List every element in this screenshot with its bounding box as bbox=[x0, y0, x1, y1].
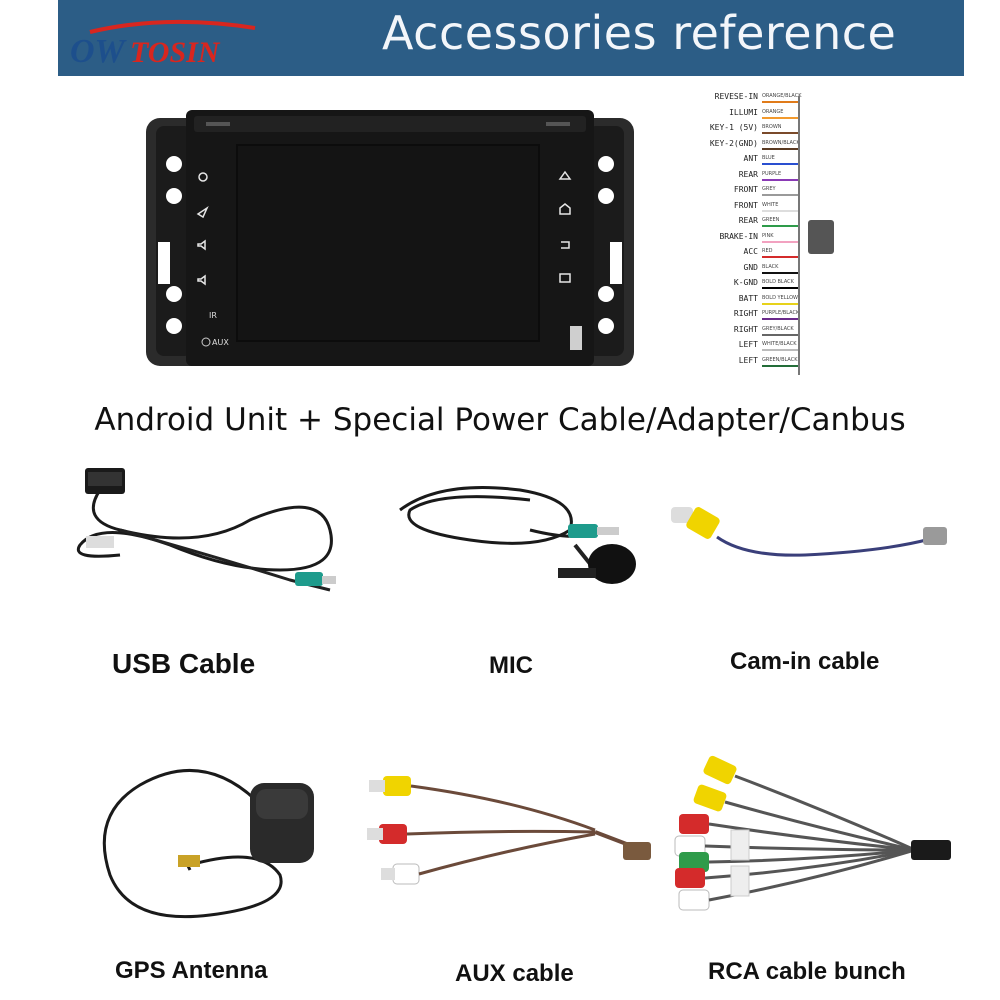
wire-pin-label: GND bbox=[743, 262, 758, 272]
wire-line bbox=[762, 147, 798, 150]
wire-color-label: RED bbox=[762, 248, 773, 254]
wire-pin-label: FRONT bbox=[733, 185, 758, 194]
aux-cable-image bbox=[367, 776, 651, 885]
wire-line bbox=[762, 333, 798, 336]
wire-color-label: WHITE/BLACK bbox=[762, 341, 797, 347]
android-head-unit: IR AUX bbox=[146, 110, 634, 366]
ir-label: IR bbox=[209, 311, 217, 320]
mic-caption: MIC bbox=[489, 652, 533, 679]
wire-color-label: GREY bbox=[762, 186, 776, 192]
gps-antenna-image bbox=[102, 769, 314, 919]
usb-caption: USB Cable bbox=[112, 648, 256, 679]
brand-logo: OW TOSIN bbox=[70, 19, 256, 68]
wire-line bbox=[762, 225, 798, 227]
wire-color-label: WHITE bbox=[762, 201, 779, 208]
wire-trunk bbox=[798, 96, 800, 375]
wire-line bbox=[762, 116, 798, 119]
wire-pin-label: KEY-1 (5V) bbox=[709, 123, 758, 132]
wire-line bbox=[762, 349, 798, 351]
wire-pin-label: K-GND bbox=[733, 278, 758, 287]
aux-caption: AUX cable bbox=[455, 960, 574, 987]
usb-cable-image bbox=[76, 468, 336, 592]
wire-line bbox=[762, 287, 798, 289]
wire-color-label: BOLD BLACK bbox=[762, 279, 794, 285]
wire-line bbox=[762, 178, 798, 181]
wire-line bbox=[762, 256, 798, 258]
wire-pin-label: LEFT bbox=[738, 340, 758, 349]
mic-image bbox=[399, 486, 636, 584]
wire-line bbox=[762, 364, 798, 367]
wire-color-label: PINK bbox=[762, 232, 774, 239]
wire-line bbox=[762, 163, 798, 165]
wire-pin-label: ANT bbox=[743, 154, 758, 163]
wire-pin-label: BATT bbox=[738, 293, 758, 303]
rca-caption: RCA cable bunch bbox=[708, 958, 906, 985]
wiring-diagram: REVESE-IN ORANGE/BLACK ILLUMI ORANGE KEY-1 (… bbox=[700, 88, 840, 388]
wire-color-label: PURPLE/BLACK bbox=[762, 310, 800, 316]
wire-line bbox=[762, 318, 798, 320]
wire-pin-label: REAR bbox=[738, 169, 758, 179]
wire-line bbox=[762, 194, 798, 196]
wire-color-label: BROWN bbox=[762, 124, 782, 130]
wire-pin-label: FRONT bbox=[733, 200, 758, 210]
wire-color-label: ORANGE bbox=[762, 108, 784, 115]
wire-pin-label: RIGHT bbox=[733, 309, 758, 318]
wire-pin-label: REAR bbox=[738, 216, 758, 225]
wire-pin-label: ACC bbox=[743, 247, 758, 256]
wire-line bbox=[762, 271, 798, 274]
wire-color-label: BOLD YELLOW bbox=[762, 294, 798, 301]
aux-label: AUX bbox=[212, 338, 229, 347]
harness-connector bbox=[808, 220, 834, 254]
svg-text:OW: OW bbox=[70, 33, 128, 68]
wire-line bbox=[762, 101, 798, 103]
wire-color-label: BROWN/BLACK bbox=[762, 139, 800, 146]
wire-pin-label: BRAKE-IN bbox=[719, 231, 758, 241]
wire-color-label: GREEN/BLACK bbox=[762, 356, 798, 363]
cam-in-cable-image bbox=[671, 507, 947, 557]
wire-color-label: BLACK bbox=[762, 263, 779, 270]
wire-color-label: PURPLE bbox=[762, 170, 782, 177]
wire-pin-label: ILLUMI bbox=[729, 107, 758, 117]
wire-pin-label: RIGHT bbox=[733, 324, 758, 334]
wire-line bbox=[762, 209, 798, 212]
wire-color-label: BLUE bbox=[762, 155, 775, 161]
wire-pin-label: KEY-2(GND) bbox=[709, 138, 758, 148]
header-bar bbox=[58, 0, 964, 76]
unit-caption: Android Unit + Special Power Cable/Adapt… bbox=[94, 402, 906, 438]
wire-line bbox=[762, 240, 798, 243]
wire-line bbox=[762, 132, 798, 134]
svg-text:TOSIN: TOSIN bbox=[130, 36, 221, 68]
page-title: Accessories reference bbox=[382, 6, 897, 60]
wire-line bbox=[762, 302, 798, 305]
wire-pin-label: LEFT bbox=[738, 355, 758, 365]
wire-pin-label: REVESE-IN bbox=[714, 92, 758, 101]
rca-cable-bunch-image bbox=[674, 755, 951, 911]
wire-color-label: GREEN bbox=[762, 217, 780, 223]
gps-caption: GPS Antenna bbox=[115, 957, 268, 984]
wire-color-label: GREY/BLACK bbox=[762, 325, 794, 332]
cam-in-caption: Cam-in cable bbox=[730, 648, 880, 675]
wire-color-label: ORANGE/BLACK bbox=[762, 93, 802, 99]
